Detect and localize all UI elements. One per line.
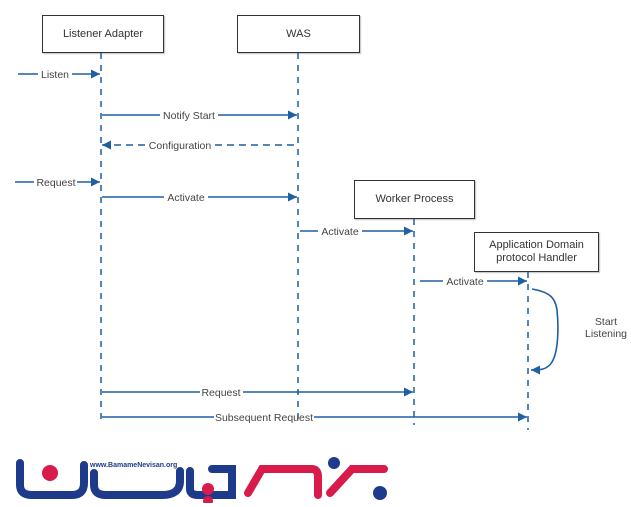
participant-listener-adapter: Listener Adapter bbox=[42, 15, 164, 53]
participant-label: WAS bbox=[286, 27, 311, 40]
msg-start-listening-label-2: Listening bbox=[585, 328, 627, 340]
logo-url: www.BamameNevisan.org bbox=[89, 462, 177, 469]
msg-request-ext-label: Request bbox=[36, 177, 75, 189]
msg-activate-2-label: Activate bbox=[321, 226, 359, 238]
msg-start-listening-label-1: Start bbox=[595, 316, 617, 328]
msg-request-worker-label: Request bbox=[201, 387, 240, 399]
msg-configuration-label: Configuration bbox=[149, 140, 212, 152]
msg-activate-1-label: Activate bbox=[167, 192, 205, 204]
site-logo: www.BamameNevisan.org bbox=[16, 457, 388, 503]
msg-activate-3-label: Activate bbox=[446, 276, 484, 288]
participant-app-domain: Application Domain protocol Handler bbox=[474, 232, 599, 272]
participant-worker-process: Worker Process bbox=[354, 180, 475, 219]
msg-subsequent-request-label: Subsequent Request bbox=[215, 412, 313, 424]
msg-start-listening-curve bbox=[530, 288, 559, 375]
msg-listen-label: Listen bbox=[41, 69, 69, 81]
participant-was: WAS bbox=[237, 15, 360, 53]
participant-label: Worker Process bbox=[375, 193, 454, 205]
participant-label: Listener Adapter bbox=[62, 27, 144, 40]
participant-label-line2: protocol Handler bbox=[496, 252, 577, 264]
participant-label-line1: Application Domain bbox=[489, 239, 584, 251]
msg-notify-start-label: Notify Start bbox=[163, 110, 215, 122]
